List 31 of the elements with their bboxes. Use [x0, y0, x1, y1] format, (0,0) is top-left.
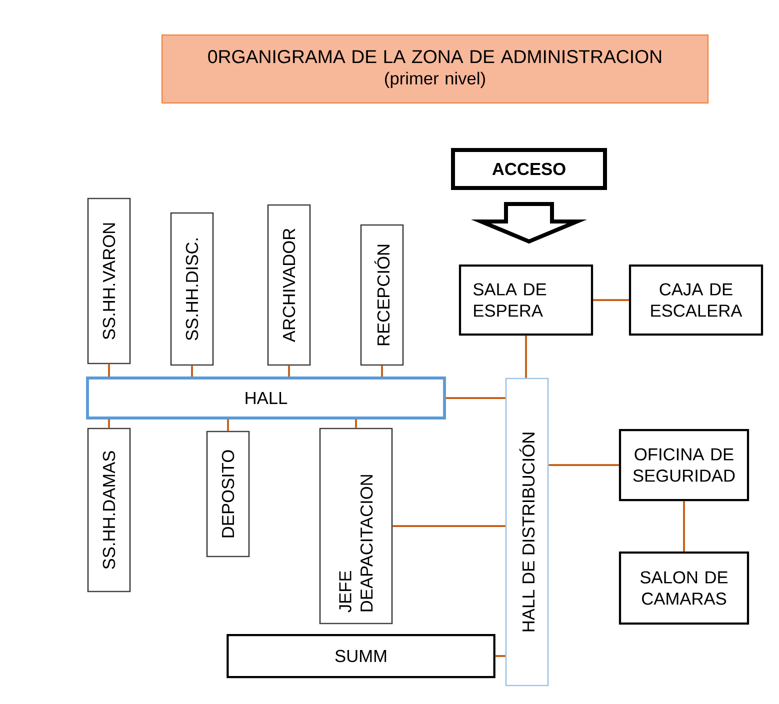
room-box: SUMM	[226, 634, 496, 678]
connector-line	[108, 419, 110, 428]
room-box: OFICINA DE SEGURIDAD	[618, 428, 750, 502]
room-box: SALA DE ESPERA	[458, 264, 594, 336]
connector-line	[683, 501, 685, 552]
access-box: ACCESO	[451, 148, 607, 190]
room-box: DEPOSITO	[206, 430, 250, 558]
connector-line	[446, 397, 506, 399]
connector-line	[525, 336, 527, 378]
connector-line	[288, 366, 290, 377]
hall-bar: HALL	[86, 376, 446, 420]
room-box: SALON DE CAMARAS	[618, 551, 750, 625]
connector-line	[392, 525, 506, 527]
connector-line	[548, 464, 619, 466]
connector-line	[495, 655, 506, 657]
room-box: SS.HH.DAMAS	[87, 428, 131, 592]
connector-line	[381, 366, 383, 377]
title-box: 0RGANIGRAMA DE LA ZONA DE ADMINISTRACION (primer nivel)	[162, 34, 708, 104]
connector-line	[355, 419, 357, 428]
connector-line	[593, 299, 629, 301]
connector-line	[191, 366, 193, 377]
room-box: SS.HH.VARON	[87, 198, 131, 364]
room-box: ARCHIVADOR	[267, 204, 311, 366]
block-arrow	[471, 202, 587, 244]
room-box: JEFE DEAPACITACION	[319, 428, 393, 624]
room-box: CAJA DE ESCALERA	[628, 264, 764, 336]
room-box: RECEPCIÓN	[360, 224, 404, 366]
room-box: SS.HH.DISC.	[170, 212, 214, 366]
hall-bar: HALL DE DISTRIBUCIÓN	[505, 378, 549, 686]
connector-line	[108, 364, 110, 377]
connector-line	[227, 419, 229, 431]
